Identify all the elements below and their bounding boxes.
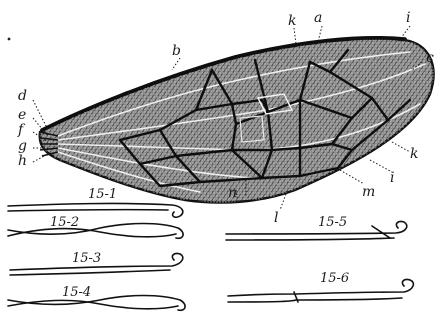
label-c: c: [426, 50, 434, 66]
section-label-15-4: 15-4: [62, 285, 91, 300]
label-a: a: [314, 10, 322, 26]
section-label-15-3: 15-3: [72, 251, 101, 266]
label-f: f: [17, 122, 26, 138]
vein-section-15-4: [8, 296, 185, 311]
label-g: g: [18, 138, 27, 154]
label-m: m: [362, 184, 375, 200]
label-i-top: i: [406, 10, 410, 26]
vein-section-15-1: [8, 203, 183, 217]
section-label-15-6: 15-6: [320, 271, 349, 286]
label-b: b: [172, 43, 181, 59]
vein-sections-right: [226, 221, 413, 302]
section-label-15-1: 15-1: [88, 187, 117, 202]
label-h: h: [18, 153, 27, 169]
label-i-right: i: [390, 170, 394, 186]
insect-wing: [40, 38, 434, 203]
label-k-right: k: [410, 146, 418, 162]
label-e: e: [18, 107, 26, 123]
label-k-top: k: [288, 13, 296, 29]
label-d: d: [18, 88, 27, 104]
section-label-15-5: 15-5: [318, 215, 347, 230]
label-l: l: [274, 210, 278, 226]
vein-section-15-2: [8, 224, 183, 239]
vein-section-15-5: [226, 221, 407, 240]
speck-mark: [8, 38, 11, 41]
label-n: n: [228, 185, 237, 201]
section-label-15-2: 15-2: [50, 215, 79, 230]
